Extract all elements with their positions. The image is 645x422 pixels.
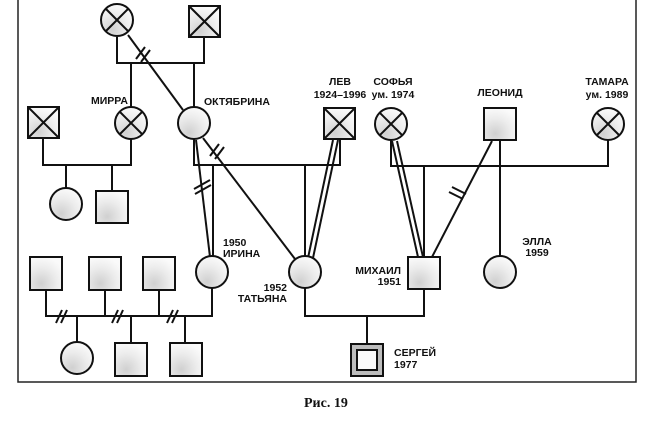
label-lev-years: 1924–1996 (314, 89, 367, 101)
irina-marriages-line (45, 288, 213, 317)
label-irina-year: 1950 (223, 237, 247, 249)
frame (17, 0, 637, 383)
label-oktyabrina: ОКТЯБРИНА (204, 96, 270, 108)
label-ella-year: 1959 (525, 247, 549, 259)
label-mikhail-name: МИХАИЛ (355, 265, 401, 277)
person-mikhail[interactable] (407, 256, 441, 290)
oktyabrina-lev-marriage-line (193, 138, 341, 166)
close-line-sofya-mikhail (396, 140, 424, 258)
person-irina-child-1[interactable] (60, 341, 94, 375)
divorce-mark (60, 309, 68, 324)
person-grandfather[interactable] (188, 5, 221, 38)
person-irina-husband-3[interactable] (142, 256, 176, 291)
label-tatyana-name: ТАТЬЯНА (238, 293, 288, 305)
close-line-lev-tatyana (312, 139, 339, 259)
divorce-mark (111, 309, 119, 324)
label-sofya-name: СОФЬЯ (373, 76, 412, 88)
grandparents-marriage-line (116, 37, 205, 64)
person-mirra-husband[interactable] (27, 106, 60, 139)
person-irina-child-2[interactable] (114, 342, 148, 377)
cutoff-mark (140, 49, 151, 63)
person-irina-husband-2[interactable] (88, 256, 122, 291)
person-tamara[interactable] (591, 107, 625, 141)
cutoff-mark (193, 179, 211, 190)
close-line-lev-tatyana (307, 139, 334, 259)
cutoff-mark (135, 46, 146, 60)
person-leonid[interactable] (483, 107, 517, 141)
label-tamara-years: ум. 1989 (586, 89, 629, 101)
figure-caption: Рис. 19 (304, 396, 348, 411)
cutoff-mark (194, 184, 212, 195)
person-irina-child-3[interactable] (169, 342, 203, 377)
divorce-mark (116, 309, 124, 324)
person-irina-husband-1[interactable] (29, 256, 63, 291)
label-sergey-name: СЕРГЕЙ (394, 346, 436, 359)
mirra-marriage-line (42, 138, 132, 166)
divorce-mark (55, 309, 63, 324)
person-tatyana[interactable] (288, 255, 322, 289)
tatyana-mikhail-marriage-line (304, 288, 425, 317)
person-mirra-son[interactable] (95, 190, 129, 224)
person-lev[interactable] (323, 107, 356, 140)
cutoff-line-oktyabrina-tatyana (202, 137, 296, 260)
person-sofya[interactable] (374, 107, 408, 141)
label-mirra: МИРРА (91, 95, 128, 107)
label-tamara-name: ТАМАРА (585, 76, 629, 88)
person-ella[interactable] (483, 255, 517, 289)
cutoff-mark (214, 146, 225, 160)
cutoff-mark (451, 186, 467, 195)
label-lev-name: ЛЕВ (329, 76, 351, 88)
label-ella-name: ЭЛЛА (522, 236, 552, 248)
cutoff-line-gm-oktyabrina (127, 34, 184, 111)
label-tatyana-year: 1952 (264, 282, 288, 294)
close-line-sofya-mikhail (391, 140, 419, 258)
cutoff-mark (209, 143, 220, 157)
person-oktyabrina[interactable] (177, 106, 211, 140)
label-mikhail-year: 1951 (378, 276, 402, 288)
person-mirra-daughter[interactable] (49, 187, 83, 221)
cutoff-line-oktyabrina-irina (195, 139, 211, 258)
label-sofya-years: ум. 1974 (372, 89, 415, 101)
person-mirra[interactable] (114, 106, 148, 140)
label-leonid: ЛЕОНИД (477, 87, 523, 99)
divorce-mark (171, 309, 179, 324)
cutoff-mark (448, 191, 464, 200)
label-irina-name: ИРИНА (223, 248, 261, 260)
label-sergey-year: 1977 (394, 359, 418, 371)
person-irina[interactable] (195, 255, 229, 289)
person-sergey[interactable] (350, 343, 384, 377)
divorce-mark (166, 309, 174, 324)
person-grandmother[interactable] (100, 3, 134, 37)
